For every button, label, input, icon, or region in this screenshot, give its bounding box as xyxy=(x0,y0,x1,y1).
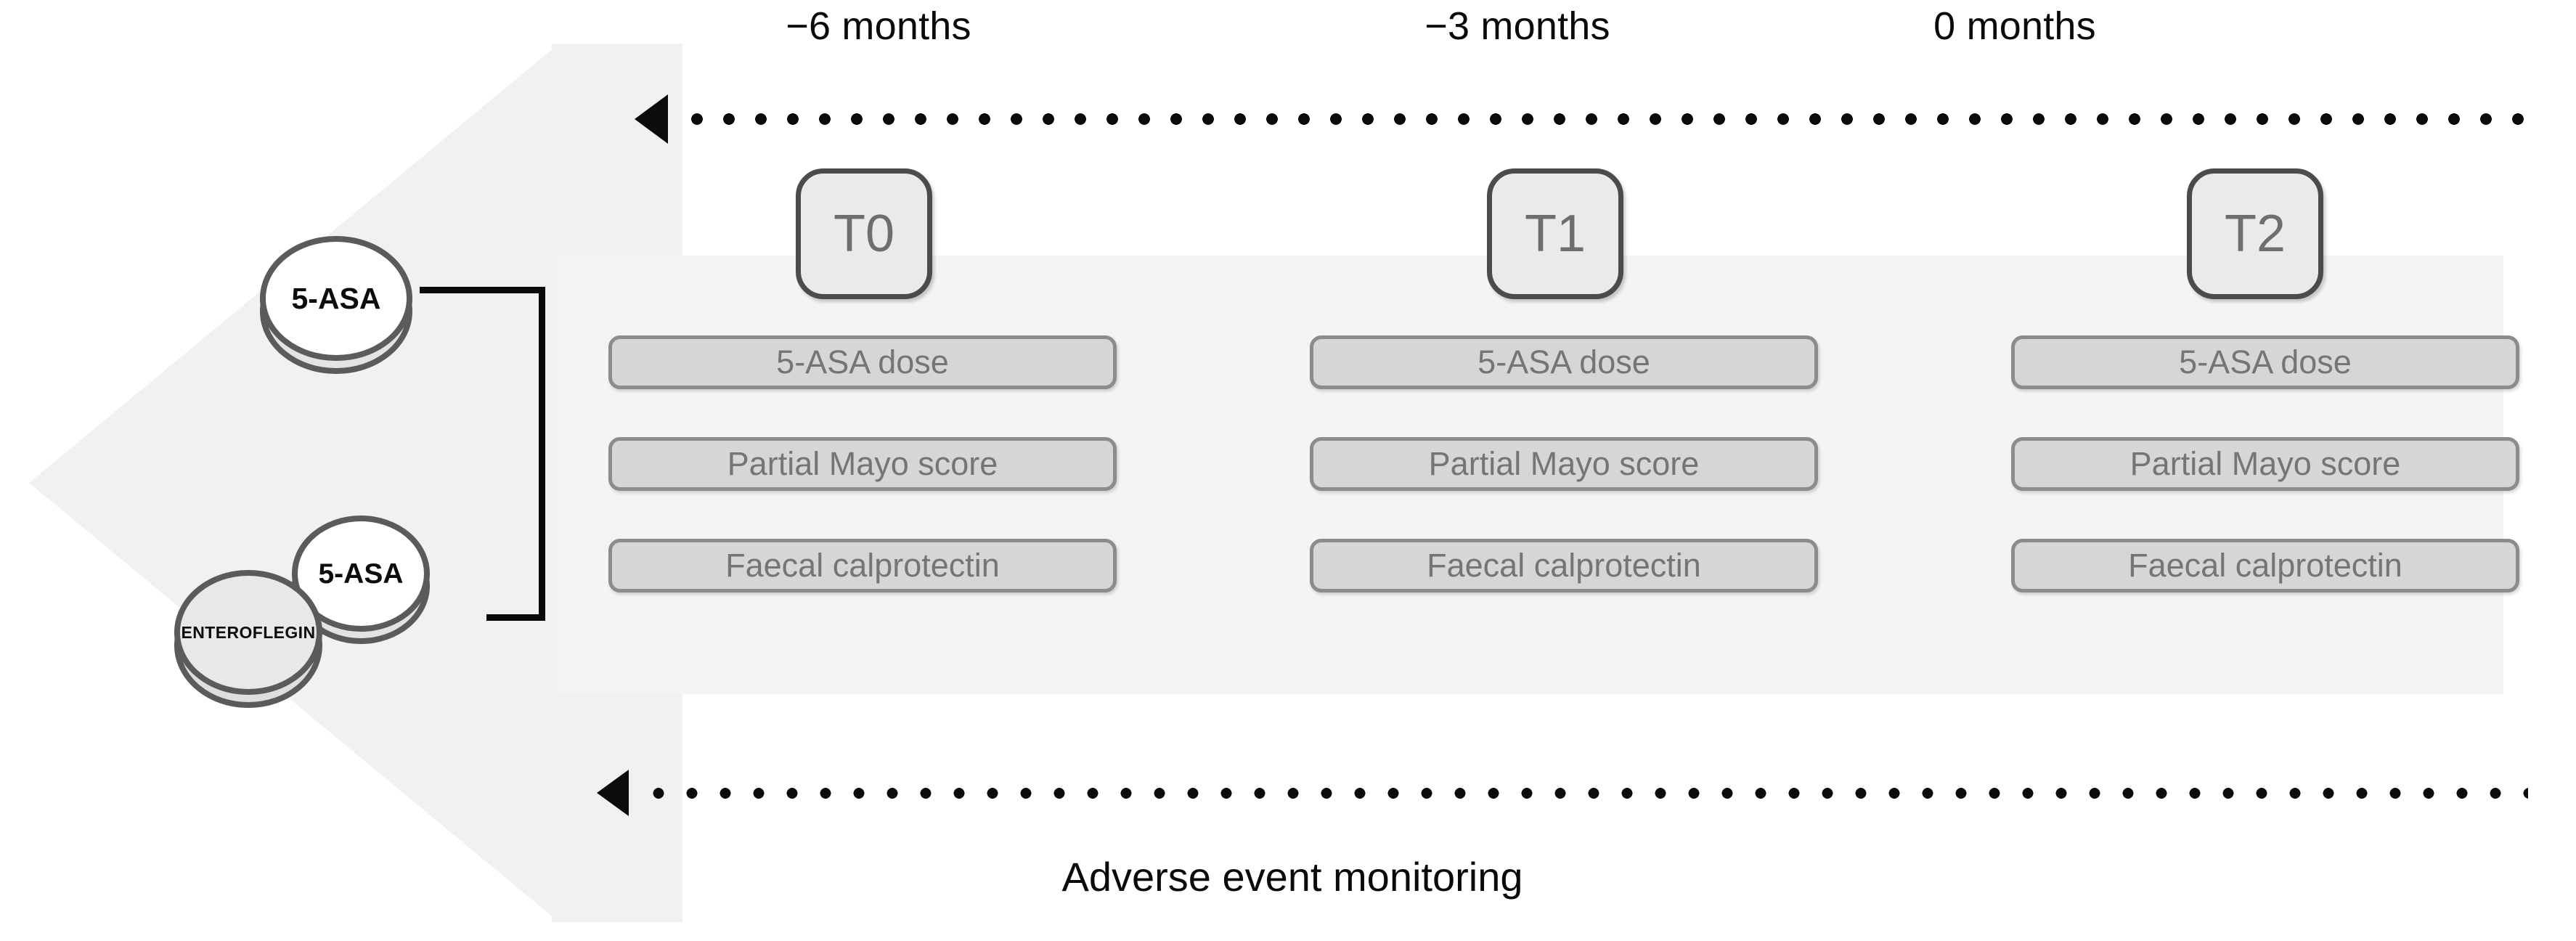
bracket-bottom-line xyxy=(486,614,545,621)
measure-label: 5-ASA dose xyxy=(2179,343,2352,380)
measure-box-t1-faecal-calprotectin[interactable]: Faecal calprotectin xyxy=(1310,539,1818,592)
tablet-label-5asa-top: 5-ASA xyxy=(291,281,381,315)
tablet-label-5asa-bottom: 5-ASA xyxy=(318,558,404,590)
dotted-line xyxy=(642,787,2528,799)
tablet-label-enteroflegin: ENTEROFLEGIN xyxy=(181,622,316,642)
measure-label: Partial Mayo score xyxy=(727,445,998,482)
tablet-enteroflegin[interactable]: ENTEROFLEGIN xyxy=(174,570,322,708)
measure-box-t2-faecal-calprotectin[interactable]: Faecal calprotectin xyxy=(2011,539,2519,592)
measure-label: 5-ASA dose xyxy=(776,343,949,380)
measure-box-t2-partial-mayo[interactable]: Partial Mayo score xyxy=(2011,437,2519,491)
bracket-top-line xyxy=(420,287,545,293)
measure-box-t0-faecal-calprotectin[interactable]: Faecal calprotectin xyxy=(608,539,1117,592)
measure-label: Faecal calprotectin xyxy=(2128,547,2402,584)
arrowhead-left-icon xyxy=(635,94,668,144)
timepoint-chip-t2[interactable]: T2 xyxy=(2187,168,2323,299)
measure-label: Partial Mayo score xyxy=(2129,445,2401,482)
timepoint-chip-t0-label: T0 xyxy=(833,205,895,263)
timeline-arrow-bottom xyxy=(597,770,2528,816)
timeline-arrow-top xyxy=(635,94,2530,144)
measure-label: 5-ASA dose xyxy=(1477,343,1650,380)
adverse-event-monitoring-caption: Adverse event monitoring xyxy=(1061,854,1523,900)
timepoint-chip-t1[interactable]: T1 xyxy=(1487,168,1623,299)
measure-box-t0-partial-mayo[interactable]: Partial Mayo score xyxy=(608,437,1117,491)
axis-label-minus-3-months: −3 months xyxy=(1424,4,1610,48)
measure-box-t1-partial-mayo[interactable]: Partial Mayo score xyxy=(1310,437,1818,491)
measure-label: Faecal calprotectin xyxy=(1427,547,1701,584)
tablet-face xyxy=(174,570,322,695)
tablet-5asa-top[interactable]: 5-ASA xyxy=(260,236,412,374)
measure-label: Partial Mayo score xyxy=(1428,445,1700,482)
tablet-face xyxy=(260,236,412,361)
dotted-line xyxy=(681,113,2530,125)
timepoint-chip-t2-label: T2 xyxy=(2224,205,2286,263)
timepoint-chip-t1-label: T1 xyxy=(1524,205,1586,263)
timepoint-chip-t0[interactable]: T0 xyxy=(796,168,932,299)
measure-box-t0-5asa-dose[interactable]: 5-ASA dose xyxy=(608,335,1117,389)
treatment-arms-bracket xyxy=(407,287,552,621)
measure-label: Faecal calprotectin xyxy=(725,547,1000,584)
measure-box-t1-5asa-dose[interactable]: 5-ASA dose xyxy=(1310,335,1818,389)
arrowhead-left-icon xyxy=(597,770,629,816)
axis-label-0-months: 0 months xyxy=(1933,4,2096,48)
bracket-vertical-line xyxy=(539,287,545,621)
measure-box-t2-5asa-dose[interactable]: 5-ASA dose xyxy=(2011,335,2519,389)
axis-label-minus-6-months: −6 months xyxy=(786,4,971,48)
